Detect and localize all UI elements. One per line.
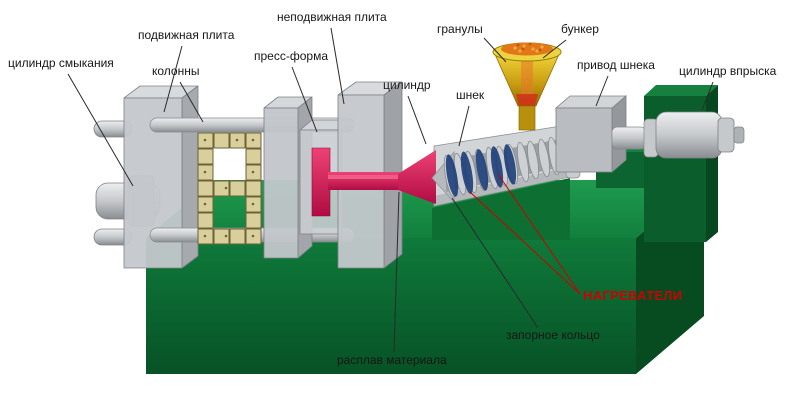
heater-leader-lines bbox=[469, 173, 581, 295]
injection-unit bbox=[328, 42, 745, 207]
label-injection-cylinder: цилиндр впрыска bbox=[679, 64, 777, 78]
leader-lines bbox=[67, 27, 714, 353]
label-check-ring: запорное кольцо bbox=[506, 328, 600, 342]
hopper bbox=[492, 42, 562, 131]
label-fixed-platen: неподвижная плита bbox=[277, 10, 387, 24]
label-clamping-cylinder: цилиндр смыкания bbox=[8, 56, 114, 70]
melt-channel bbox=[328, 172, 402, 190]
injection-cylinder bbox=[655, 111, 745, 159]
granules-pile bbox=[501, 42, 553, 56]
label-granules: гранулы bbox=[437, 22, 483, 36]
toggle-mechanism bbox=[197, 132, 262, 245]
label-columns: колонны bbox=[152, 64, 200, 78]
melt-cone bbox=[398, 150, 436, 204]
drive-shaft bbox=[611, 118, 659, 158]
label-hopper: бункер bbox=[561, 22, 599, 36]
label-heaters: НАГРЕВАТЕЛИ bbox=[583, 288, 683, 303]
label-screw-drive: привод шнека bbox=[577, 58, 655, 72]
label-movable-platen: подвижная плита bbox=[138, 28, 235, 42]
label-cylinder: цилиндр bbox=[383, 78, 431, 92]
label-screw: шнек bbox=[456, 88, 485, 102]
label-melt: расплав материала bbox=[337, 353, 447, 367]
label-mold: пресс-форма bbox=[254, 49, 328, 63]
heater-bands bbox=[445, 144, 517, 197]
clamping-unit bbox=[93, 81, 403, 269]
screw-drive-block bbox=[554, 95, 628, 173]
melt-cavity bbox=[311, 147, 331, 217]
